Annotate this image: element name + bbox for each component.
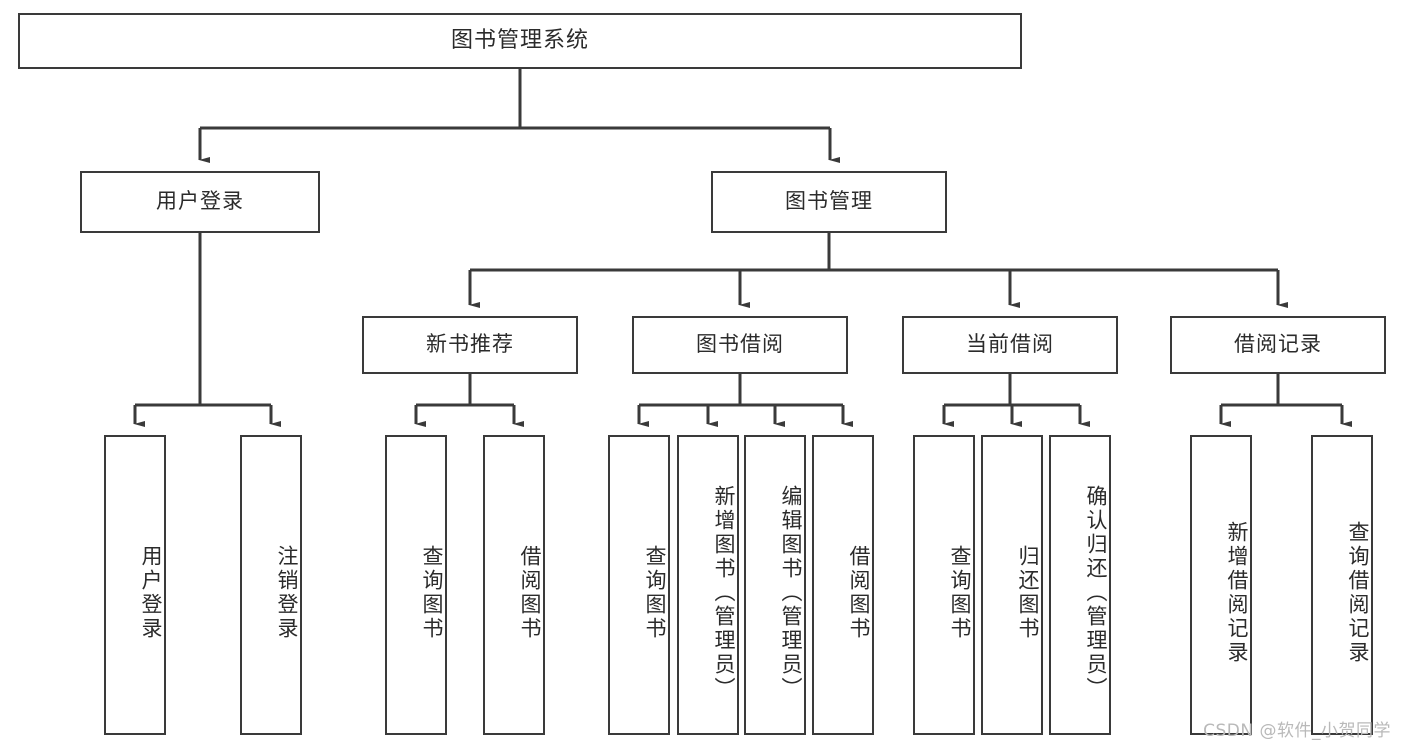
node-label: 图书借阅 — [696, 332, 784, 357]
leaf-label: 注销登录 — [275, 545, 299, 641]
leaf-node-user-login[interactable]: 用户登录 — [104, 435, 166, 735]
leaf-node-return-book[interactable]: 归还图书 — [981, 435, 1043, 735]
leaf-node-edit-book-admin[interactable]: 编辑图书（管理员） — [744, 435, 806, 735]
leaf-label: 归还图书 — [1016, 545, 1040, 641]
leaf-label: 确认归还（管理员） — [1084, 485, 1108, 701]
node-book-management[interactable]: 图书管理 — [711, 171, 947, 233]
leaf-label: 查询图书 — [420, 545, 444, 641]
node-user-login[interactable]: 用户登录 — [80, 171, 320, 233]
leaf-label: 查询图书 — [643, 545, 667, 641]
leaf-node-query-borrowing-record[interactable]: 查询借阅记录 — [1311, 435, 1373, 735]
leaf-node-borrow-book-newbook[interactable]: 借阅图书 — [483, 435, 545, 735]
csdn-watermark: CSDN @软件_小贺同学 — [1203, 721, 1391, 741]
leaf-label: 查询借阅记录 — [1346, 521, 1370, 665]
leaf-label: 编辑图书（管理员） — [779, 485, 803, 701]
node-current-borrowing[interactable]: 当前借阅 — [902, 316, 1118, 374]
leaf-node-query-book-borrowing[interactable]: 查询图书 — [608, 435, 670, 735]
leaf-node-query-book-newbook[interactable]: 查询图书 — [385, 435, 447, 735]
leaf-node-query-book-current[interactable]: 查询图书 — [913, 435, 975, 735]
leaf-label: 查询图书 — [948, 545, 972, 641]
leaf-node-borrow-book[interactable]: 借阅图书 — [812, 435, 874, 735]
leaf-node-logout[interactable]: 注销登录 — [240, 435, 302, 735]
node-label: 当前借阅 — [966, 332, 1054, 357]
node-label: 借阅记录 — [1234, 332, 1322, 357]
node-label: 新书推荐 — [426, 332, 514, 357]
leaf-node-add-book-admin[interactable]: 新增图书（管理员） — [677, 435, 739, 735]
leaf-node-add-borrowing-record[interactable]: 新增借阅记录 — [1190, 435, 1252, 735]
leaf-node-confirm-return-admin[interactable]: 确认归还（管理员） — [1049, 435, 1111, 735]
leaf-label: 借阅图书 — [518, 545, 542, 641]
leaf-label: 借阅图书 — [847, 545, 871, 641]
node-book-borrowing[interactable]: 图书借阅 — [632, 316, 848, 374]
node-borrowing-record[interactable]: 借阅记录 — [1170, 316, 1386, 374]
leaf-label: 用户登录 — [139, 545, 163, 641]
node-label: 用户登录 — [156, 189, 244, 214]
node-label: 图书管理 — [785, 189, 873, 214]
node-root-label: 图书管理系统 — [450, 27, 589, 53]
node-root-book-management-system[interactable]: 图书管理系统 — [18, 13, 1022, 69]
leaf-label: 新增图书（管理员） — [712, 485, 736, 701]
leaf-label: 新增借阅记录 — [1225, 521, 1249, 665]
node-new-book-recommendation[interactable]: 新书推荐 — [362, 316, 578, 374]
